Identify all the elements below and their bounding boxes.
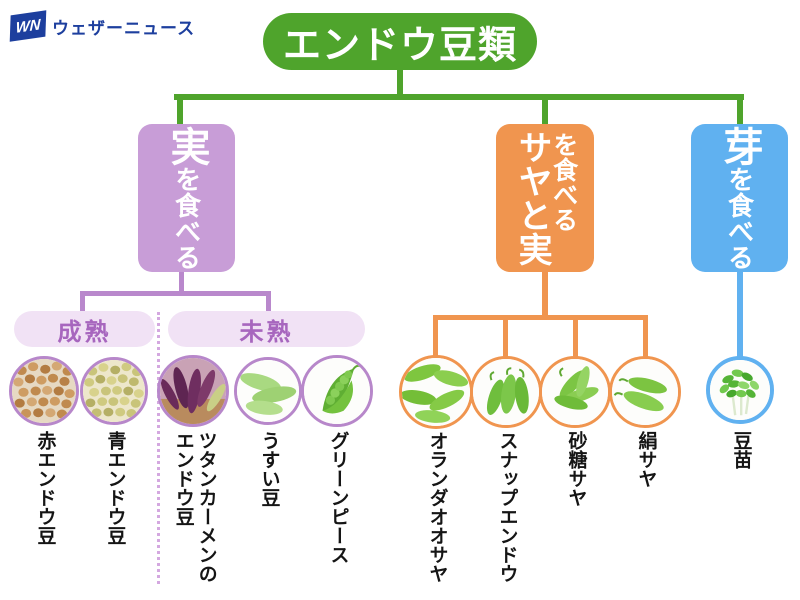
photo-kinu-saya bbox=[609, 356, 681, 428]
label-sato-saya: 砂糖サヤ bbox=[565, 431, 587, 507]
branch-eat-pod-label-small: を食べる bbox=[549, 132, 578, 232]
label-kinu-saya: 絹サヤ bbox=[635, 431, 657, 488]
photo-snap-endou bbox=[470, 356, 542, 428]
label-tutankhamun-endou: ツタンカーメンの エンドウ豆 bbox=[171, 431, 217, 583]
branch-eat-sprout-label-small: を食べる bbox=[724, 166, 755, 270]
label-usui: うすい豆 bbox=[258, 431, 280, 507]
connector-purple-leg-mature bbox=[80, 291, 85, 312]
photo-green-endou-beans bbox=[80, 357, 148, 425]
connector-orange-horizontal bbox=[433, 315, 648, 320]
weathernews-logo: WN ウェザーニュース bbox=[9, 10, 196, 42]
mature-immature-divider bbox=[157, 312, 160, 584]
subgroup-immature: 未熟 bbox=[168, 311, 365, 347]
photo-sato-saya bbox=[539, 356, 611, 428]
connector-purple-horizontal bbox=[80, 291, 271, 296]
label-red-endou: 赤エンドウ豆 bbox=[34, 431, 56, 545]
weathernews-logo-text: ウェザーニュース bbox=[52, 18, 196, 38]
page-title: エンドウ豆類 bbox=[263, 13, 537, 70]
label-snap-endou: スナップエンドウ bbox=[496, 431, 518, 583]
photo-red-endou-beans bbox=[9, 356, 79, 426]
label-green-peas: グリーンピース bbox=[327, 431, 349, 564]
connector-blue-stem bbox=[737, 272, 743, 358]
connector-green-leg-sprout bbox=[737, 94, 743, 125]
branch-eat-fruit-label-small: を食べる bbox=[171, 166, 202, 270]
photo-tomyo bbox=[706, 356, 774, 424]
photo-tutankhamun-endou bbox=[157, 355, 229, 427]
label-green-endou: 青エンドウ豆 bbox=[104, 431, 126, 545]
branch-eat-fruit-label-big: 実 bbox=[164, 126, 209, 166]
photo-oranda-osaya bbox=[399, 355, 473, 429]
label-tutankhamun-line2: エンドウ豆 bbox=[172, 431, 194, 526]
branch-eat-pod-label-big: サヤと実 bbox=[513, 130, 552, 266]
photo-usui-beans bbox=[234, 357, 302, 425]
branch-eat-sprout-label-big: 芽 bbox=[717, 126, 762, 166]
branch-eat-fruit: 実を食べる bbox=[138, 124, 235, 272]
connector-green-stem bbox=[397, 68, 403, 96]
connector-orange-leg-3 bbox=[573, 315, 578, 357]
branch-eat-pod-and-fruit: サヤと実 を食べる bbox=[496, 124, 594, 272]
connector-green-leg-pod bbox=[542, 94, 548, 125]
subgroup-mature: 成熟 bbox=[14, 311, 155, 347]
weathernews-logo-icon: WN bbox=[9, 10, 47, 42]
connector-purple-leg-immature bbox=[266, 291, 271, 312]
connector-green-horizontal bbox=[174, 94, 744, 100]
connector-orange-leg-1 bbox=[433, 315, 438, 357]
connector-orange-stem bbox=[542, 272, 548, 319]
label-oranda-osaya: オランダオオサヤ bbox=[426, 431, 448, 583]
label-tomyo: 豆苗 bbox=[730, 431, 752, 469]
label-tutankhamun-line1: ツタンカーメンの bbox=[195, 431, 217, 583]
connector-green-leg-fruit bbox=[177, 94, 183, 125]
connector-purple-stem bbox=[179, 272, 184, 294]
connector-orange-leg-2 bbox=[503, 315, 508, 357]
connector-orange-leg-4 bbox=[643, 315, 648, 357]
photo-green-peas bbox=[301, 355, 373, 427]
branch-eat-sprout: 芽を食べる bbox=[691, 124, 788, 272]
